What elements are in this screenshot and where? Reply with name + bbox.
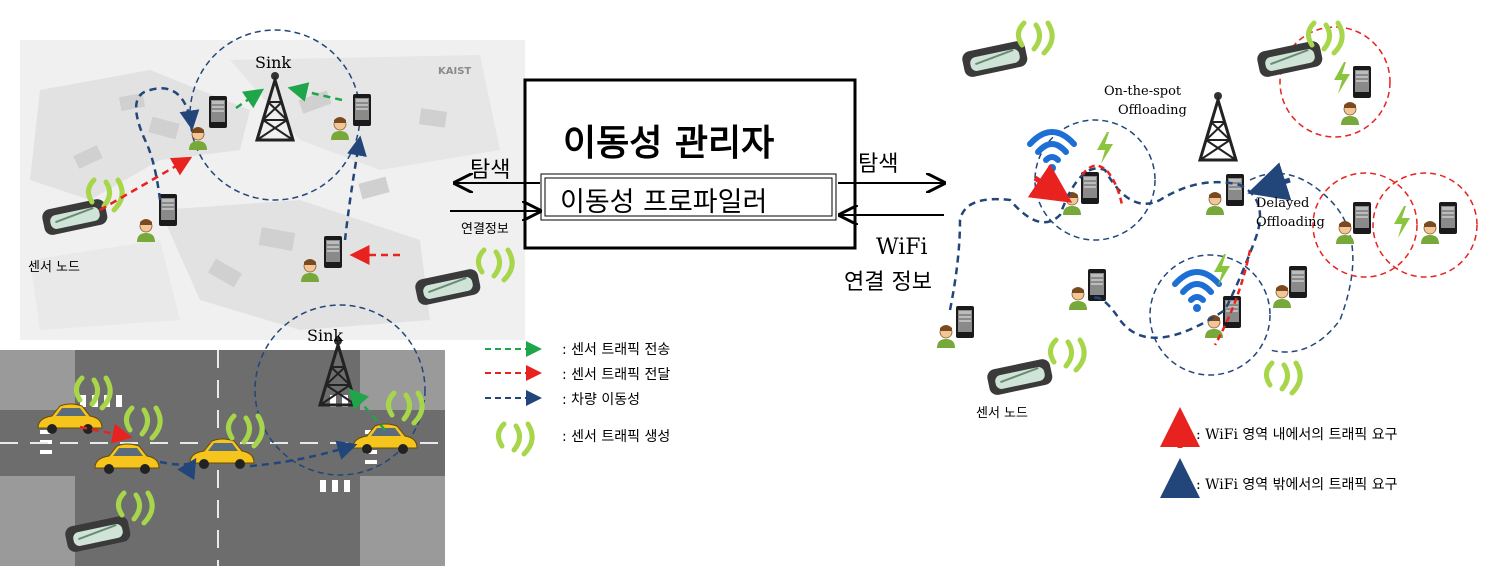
phone-icon	[1353, 202, 1371, 234]
sensor-node-icon	[959, 38, 1030, 80]
legend-green-text: : 센서 트래픽 전송	[562, 342, 671, 358]
user-icon	[1420, 220, 1440, 245]
left-search-label: 탐색	[470, 158, 511, 183]
sink-label-top: Sink	[255, 53, 292, 72]
sink-label-bottom: Sink	[307, 326, 344, 345]
user-icon	[1335, 220, 1355, 245]
phone-icon	[1226, 174, 1244, 206]
traffic-wave-icon	[1050, 340, 1084, 370]
right-connection-info-label: 연결 정보	[844, 270, 932, 295]
out-of-wifi-request-arrow	[1247, 162, 1292, 201]
left-connection-info-label: 연결정보	[461, 222, 509, 237]
phone-icon	[1289, 266, 1307, 298]
kaist-logo: KAIST	[438, 66, 472, 77]
user-icon	[1068, 286, 1088, 311]
right-legend-blue-text: : WiFi 영역 밖에서의 트래픽 요구	[1196, 477, 1398, 493]
lightning-icon	[1097, 132, 1113, 164]
in-wifi-request-arrow	[1027, 163, 1073, 203]
phone-icon	[1081, 172, 1099, 204]
sink-range-bottom	[254, 304, 426, 476]
right-wifi-label: WiFi	[876, 235, 928, 260]
vehicle-mobility-arrows	[134, 87, 367, 481]
phone-icon	[159, 194, 177, 226]
mobility-profiler-label: 이동성 프로파일러	[560, 187, 768, 218]
user-icon	[1205, 191, 1225, 216]
traffic-wave-icon	[1266, 363, 1300, 393]
delayed-label-2: Offloading	[1256, 215, 1325, 230]
phone-icon	[956, 306, 974, 338]
legend-blue-text: : 차량 이동성	[562, 392, 641, 408]
wifi-ap-icon	[1175, 272, 1219, 312]
right-legend-red-text: : WiFi 영역 내에서의 트래픽 요구	[1196, 427, 1398, 443]
right-panel	[936, 23, 1478, 398]
right-sensor-node-label: 센서 노드	[976, 406, 1028, 421]
lightning-icon	[1394, 206, 1410, 238]
mobility-profiler-box	[540, 173, 837, 221]
left-legend-symbols	[485, 341, 542, 454]
legend-wave-icon	[498, 424, 532, 454]
user-icon	[1272, 284, 1292, 309]
delayed-label-1: Delayed	[1256, 196, 1310, 211]
phone-icon	[324, 236, 342, 268]
base-station-tower-icon	[1198, 90, 1238, 162]
user-icon	[1340, 101, 1360, 126]
phone-icon	[1353, 66, 1371, 98]
lightning-icon	[1334, 62, 1350, 94]
sensor-traffic-transmit-arrows	[235, 82, 386, 431]
sensor-traffic-forward-arrows	[79, 156, 400, 444]
mobility-manager-title: 이동성 관리자	[563, 123, 775, 164]
user-icon	[1204, 314, 1224, 339]
phone-icon	[1088, 269, 1106, 301]
legend-wave-text: : 센서 트래픽 생성	[562, 429, 671, 445]
on-the-spot-label-2: Offloading	[1118, 103, 1187, 118]
phone-icon	[353, 94, 371, 126]
left-sensor-node-label: 센서 노드	[28, 260, 80, 275]
legend-red-text: : 센서 트래픽 전달	[562, 367, 671, 383]
sensor-node-icon	[984, 356, 1055, 398]
on-the-spot-label-1: On-the-spot	[1104, 84, 1182, 99]
phone-icon	[1439, 202, 1457, 234]
phone-icon	[209, 96, 227, 128]
right-search-label: 탐색	[858, 152, 899, 177]
user-icon	[936, 324, 956, 349]
